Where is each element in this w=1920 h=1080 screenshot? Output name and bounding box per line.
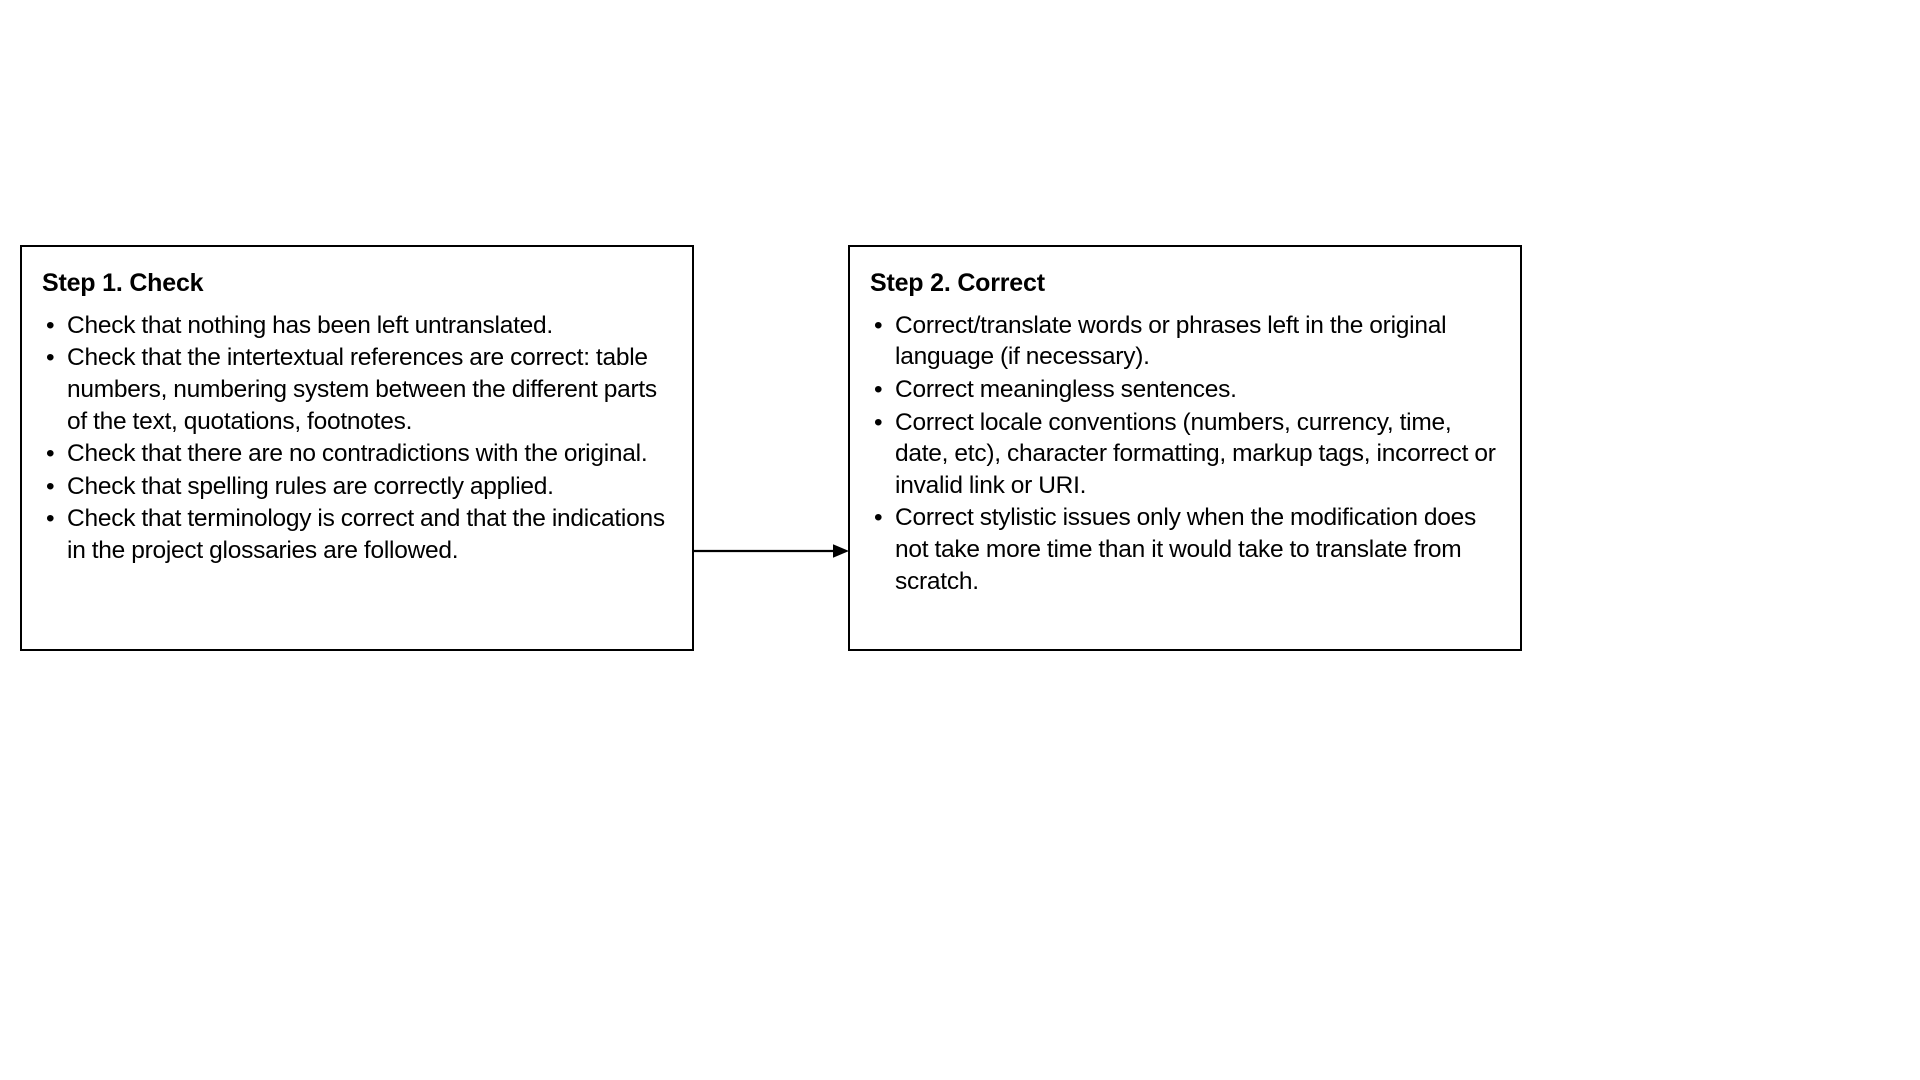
bullet-point-icon: •	[46, 344, 55, 372]
list-item-text: Check that terminology is correct and th…	[67, 505, 665, 564]
bullet-point-icon: •	[46, 311, 55, 339]
bullet-point-icon: •	[46, 505, 55, 533]
list-item: • Check that terminology is correct and …	[42, 503, 672, 566]
list-item-text: Check that the intertextual references a…	[67, 344, 657, 435]
list-item-text: Correct/translate words or phrases left …	[895, 311, 1447, 371]
list-item-text: Correct meaningless sentences.	[895, 375, 1237, 403]
arrow-step1-to-step2	[694, 538, 849, 564]
step-2-box: Step 2. Correct • Correct/translate word…	[848, 245, 1522, 651]
bullet-point-icon: •	[46, 472, 55, 500]
bullet-point-icon: •	[874, 311, 883, 339]
list-item: • Correct stylistic issues only when the…	[870, 502, 1500, 597]
list-item: • Correct/translate words or phrases lef…	[870, 310, 1500, 373]
list-item: • Check that there are no contradictions…	[42, 438, 672, 470]
step-2-bullet-list: • Correct/translate words or phrases lef…	[870, 310, 1500, 597]
list-item-text: Check that there are no contradictions w…	[67, 440, 648, 468]
step-2-title: Step 2. Correct	[870, 269, 1045, 297]
list-item-text: Correct locale conventions (numbers, cur…	[895, 408, 1496, 499]
step-1-bullet-list: • Check that nothing has been left untra…	[42, 310, 672, 567]
step-1-box: Step 1. Check • Check that nothing has b…	[20, 245, 694, 651]
list-item: • Check that the intertextual references…	[42, 342, 672, 437]
list-item: • Check that nothing has been left untra…	[42, 310, 672, 342]
bullet-point-icon: •	[874, 375, 883, 403]
step-1-title: Step 1. Check	[42, 269, 204, 297]
list-item-text: Check that nothing has been left untrans…	[67, 311, 553, 339]
list-item-text: Correct stylistic issues only when the m…	[895, 504, 1476, 595]
list-item-text: Check that spelling rules are correctly …	[67, 472, 554, 500]
bullet-point-icon: •	[46, 440, 55, 468]
bullet-point-icon: •	[874, 408, 883, 436]
list-item: • Check that spelling rules are correctl…	[42, 471, 672, 503]
list-item: • Correct locale conventions (numbers, c…	[870, 407, 1500, 502]
list-item: • Correct meaningless sentences.	[870, 374, 1500, 406]
bullet-point-icon: •	[874, 504, 883, 532]
